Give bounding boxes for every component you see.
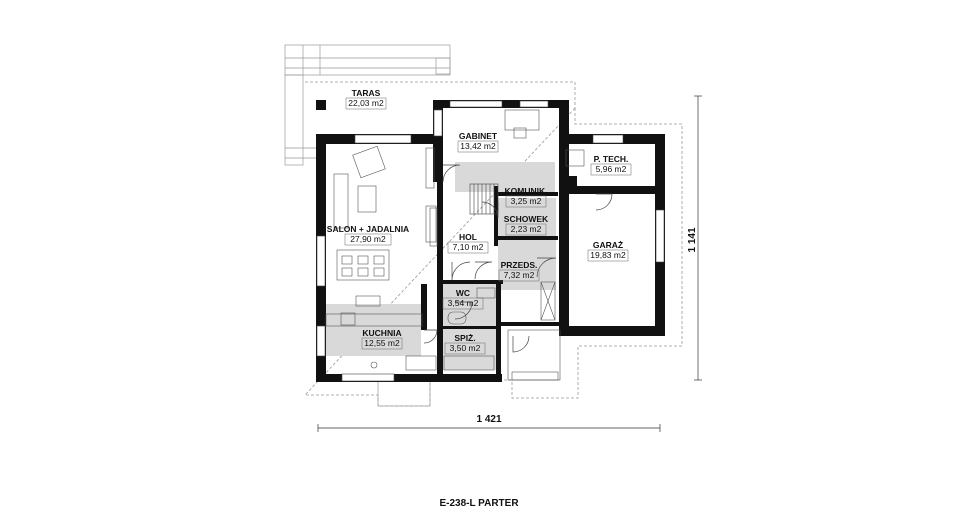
room-area-box-gabinet bbox=[457, 140, 499, 153]
room-area-gabinet: 13,42 m2 bbox=[460, 141, 496, 151]
windows bbox=[316, 100, 665, 382]
room-area-garaz: 19,83 m2 bbox=[590, 250, 626, 260]
room-area-box-salon bbox=[344, 233, 392, 246]
room-area-box-garaz bbox=[587, 249, 629, 262]
room-label-komunik: KOMUNIK. bbox=[505, 186, 548, 196]
depth-dimension: 1 141 bbox=[687, 227, 698, 252]
room-label-taras: TARAS bbox=[352, 88, 381, 98]
room-label-przeds: PRZEDS. bbox=[501, 260, 538, 270]
plan-title: E-238-L PARTER bbox=[439, 498, 519, 509]
room-area-box-wc bbox=[442, 297, 484, 310]
furniture bbox=[325, 109, 585, 381]
room-label-gabinet: GABINET bbox=[459, 131, 498, 141]
room-area-ptech: 5,96 m2 bbox=[596, 164, 627, 174]
room-area-box-hol bbox=[447, 241, 489, 254]
room-area-box-taras bbox=[345, 97, 387, 110]
room-area-komunik: 3,25 m2 bbox=[511, 196, 542, 206]
room-area-taras: 22,03 m2 bbox=[348, 98, 384, 108]
width-dimension: 1 421 bbox=[476, 414, 501, 425]
room-area-kuchnia: 12,55 m2 bbox=[364, 338, 400, 348]
room-area-box-kuchnia bbox=[361, 337, 403, 350]
roof-outline bbox=[304, 81, 683, 407]
room-label-schowek: SCHOWEK bbox=[504, 214, 549, 224]
room-area-przeds: 7,32 m2 bbox=[504, 270, 535, 280]
room-area-salon: 27,90 m2 bbox=[350, 234, 386, 244]
room-area-spiz: 3,50 m2 bbox=[450, 343, 481, 353]
room-area-box-komunik bbox=[505, 195, 547, 208]
room-area-hol: 7,10 m2 bbox=[453, 242, 484, 252]
tiled-floors bbox=[325, 162, 556, 370]
room-area-box-ptech bbox=[590, 163, 632, 176]
room-label-kuchnia: KUCHNIA bbox=[362, 328, 401, 338]
room-label-spiz: SPIŻ. bbox=[454, 333, 475, 343]
room-area-box-spiz bbox=[444, 342, 486, 355]
room-area-box-schowek bbox=[505, 223, 547, 236]
room-label-hol: HOL bbox=[459, 232, 477, 242]
terrace-column bbox=[316, 100, 326, 110]
room-label-garaz: GARAŻ bbox=[593, 240, 623, 250]
room-area-schowek: 2,23 m2 bbox=[511, 224, 542, 234]
room-label-ptech: P. TECH. bbox=[594, 154, 629, 164]
room-area-wc: 3,54 m2 bbox=[448, 298, 479, 308]
room-label-wc: WC bbox=[456, 288, 470, 298]
room-label-salon: SALON + JADALNIA bbox=[327, 224, 409, 234]
staircase bbox=[469, 183, 499, 215]
room-area-box-przeds bbox=[498, 269, 540, 282]
doors bbox=[423, 164, 613, 353]
dimension-lines bbox=[317, 95, 702, 432]
